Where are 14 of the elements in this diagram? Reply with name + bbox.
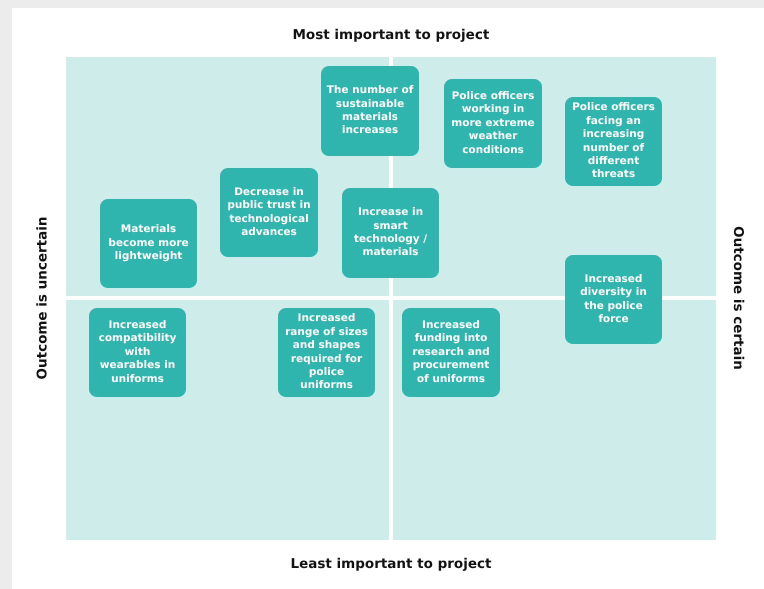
axis-label: Outcome is certain [730, 226, 746, 370]
factor-box: Decrease in public trust in technological advances [220, 168, 318, 257]
factor-box: Increased range of sizes and shapes required for police uniforms [278, 308, 375, 397]
axis-label: Most important to project [292, 27, 490, 43]
axis-label: Least important to project [290, 556, 492, 572]
axis-label: Outcome is uncertain [34, 216, 50, 380]
factor-box: Increased diversity in the police force [565, 255, 662, 344]
factor-box: Police officers facing an increasing number of different threats [565, 97, 662, 186]
factor-box: Materials become more lightweight [100, 199, 197, 288]
factor-box: Increased compatibility with wearables in uniforms [89, 308, 186, 397]
factor-box: Police officers working in more extreme weather conditions [444, 79, 542, 168]
factor-box: The number of sustainable materials increases [321, 66, 419, 156]
factor-box: Increase in smart technology / materials [342, 188, 439, 278]
factor-box: Increased funding into research and procurement of uniforms [402, 308, 500, 397]
